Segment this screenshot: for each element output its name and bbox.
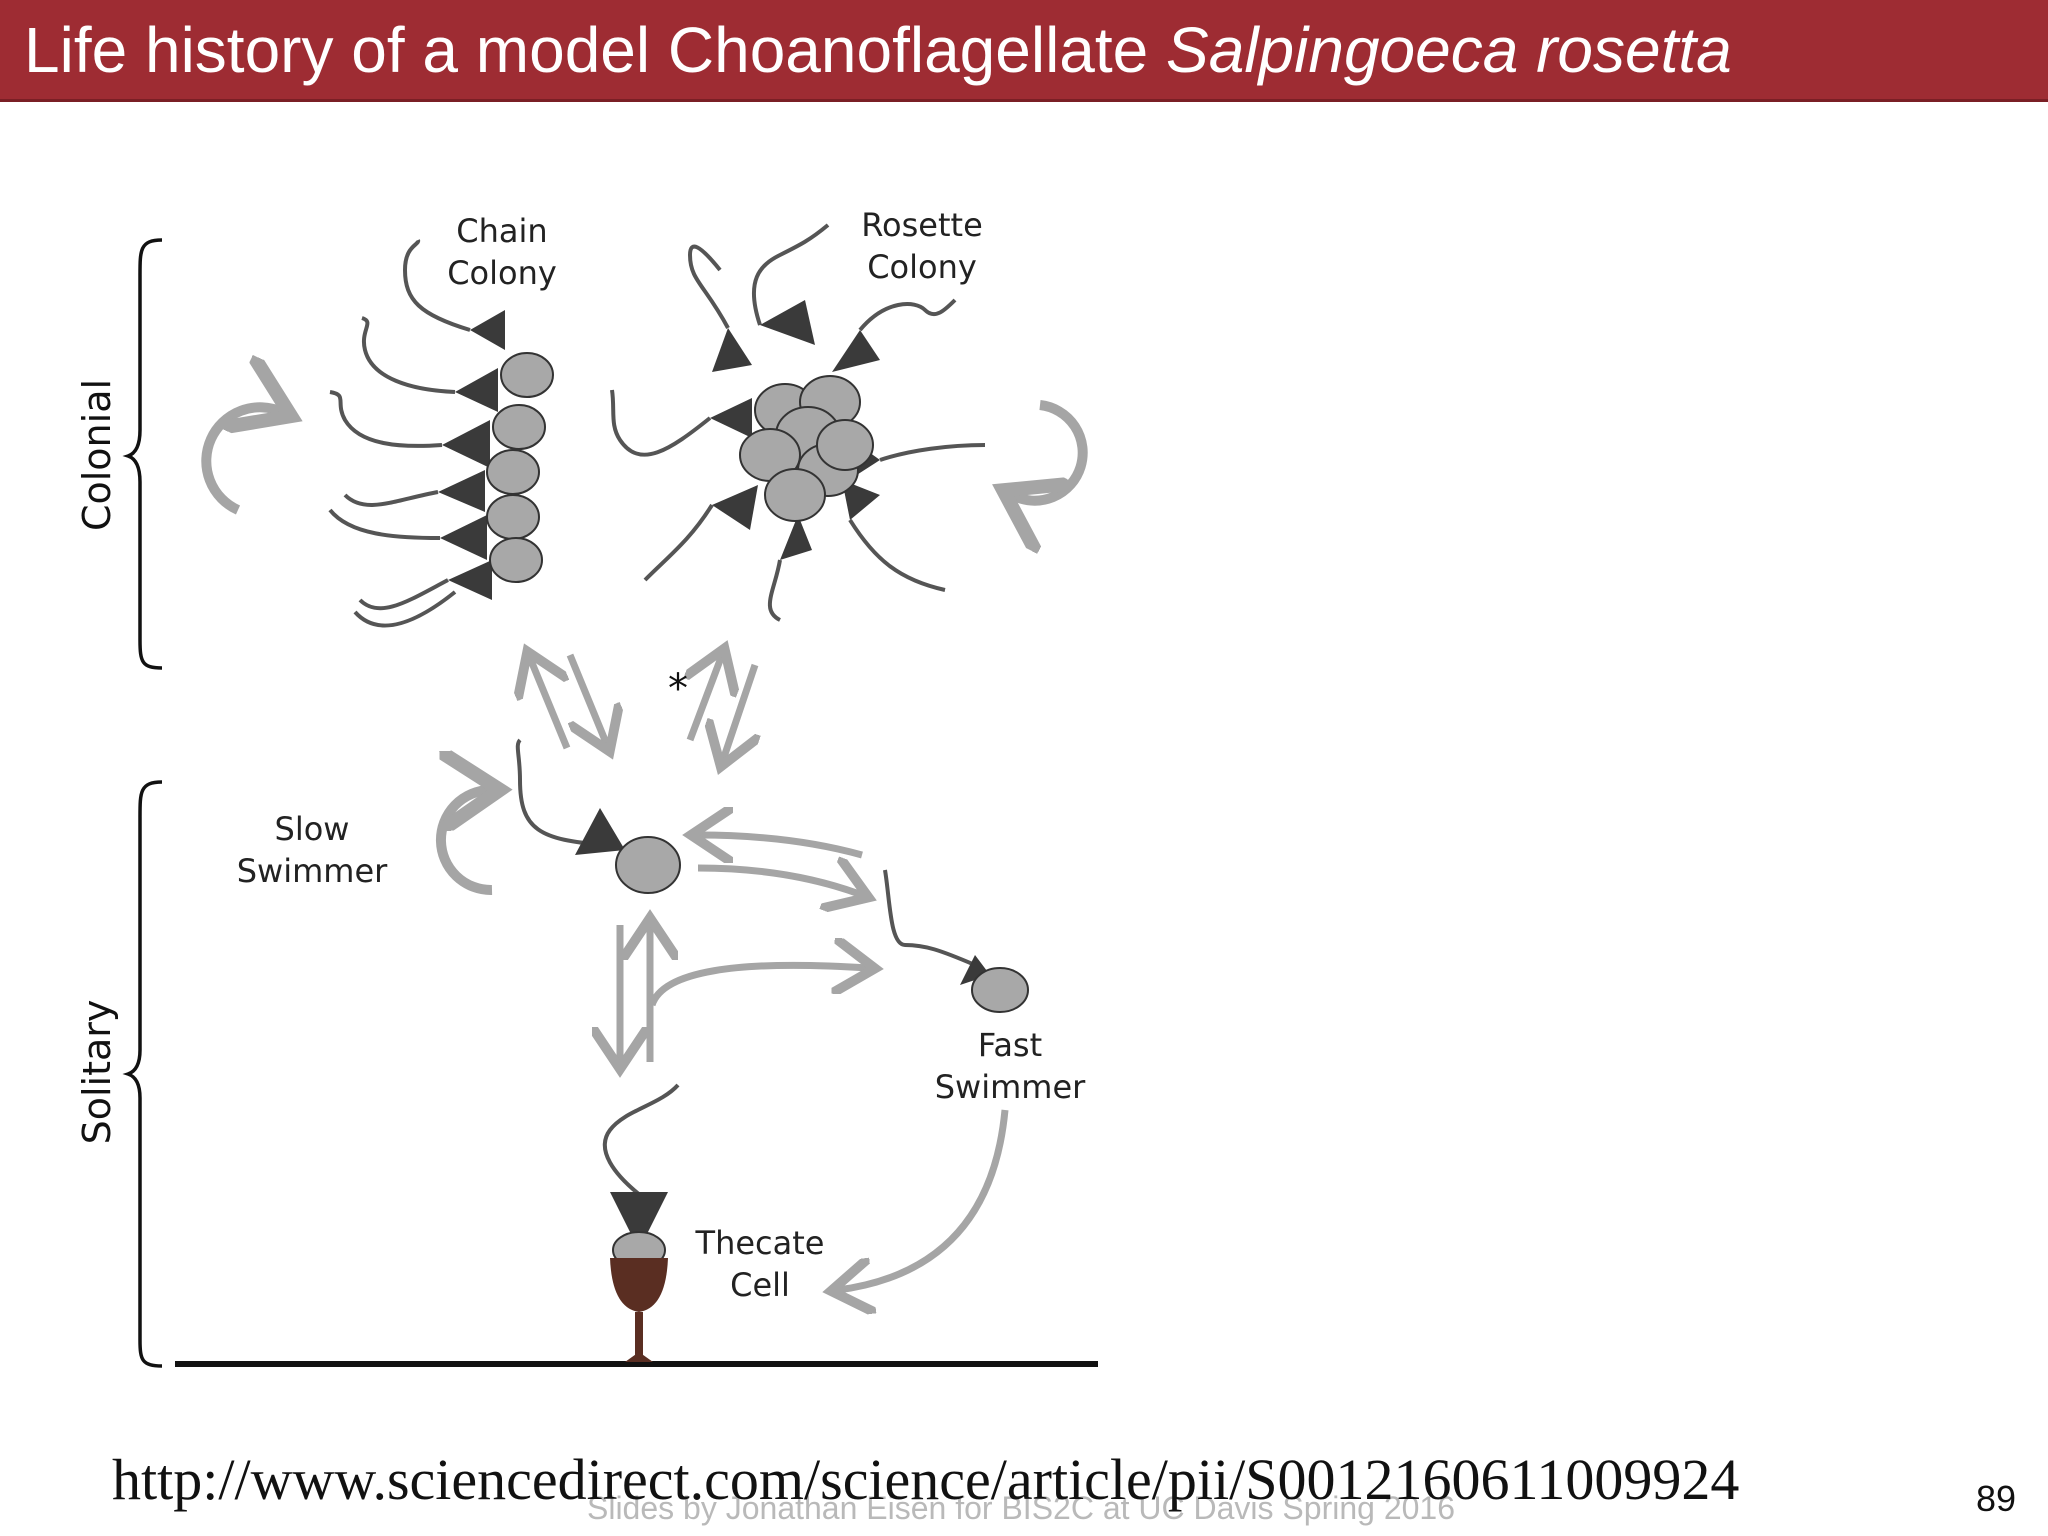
arrow-fast-to-thecate bbox=[838, 1109, 1009, 1290]
thecate-cell bbox=[602, 1083, 680, 1362]
colonial-brace bbox=[122, 238, 163, 670]
slow-loop-arrow bbox=[436, 790, 492, 896]
arrow-chain-to-slow bbox=[566, 653, 607, 745]
arrow-slow-to-fast bbox=[697, 868, 862, 895]
rosette-loop-arrow bbox=[1012, 400, 1088, 501]
title-bar: Life history of a model Choanoflagellate… bbox=[0, 0, 2048, 102]
arrow-thecate-to-fast bbox=[648, 965, 868, 1007]
transition-arrows bbox=[530, 653, 1009, 1290]
chain-colony-illustration bbox=[328, 239, 554, 628]
asterisk-mark: * bbox=[668, 666, 688, 712]
fast-swimmer-cell bbox=[883, 869, 1029, 1013]
rosette-colony-illustration bbox=[610, 223, 986, 622]
slide-title: Life history of a model Choanoflagellate… bbox=[24, 12, 1732, 88]
title-species: Salpingoeca rosetta bbox=[1166, 14, 1732, 86]
page-number: 89 bbox=[1976, 1478, 2017, 1519]
slow-swimmer-cell bbox=[515, 738, 681, 894]
chain-loop-arrow bbox=[201, 407, 282, 515]
arrow-rosette-to-slow bbox=[723, 663, 755, 760]
group-label-solitary: Solitary bbox=[75, 1000, 119, 1145]
solitary-brace bbox=[122, 780, 163, 1368]
title-main: Life history of a model Choanoflagellate bbox=[24, 14, 1167, 86]
arrow-fast-to-slow bbox=[698, 835, 863, 855]
footer-credit: Slides by Jonathan Eisen for BIS2C at UC… bbox=[586, 1490, 1455, 1526]
arrow-slow-to-chain bbox=[530, 658, 571, 750]
arrow-slow-to-rosette bbox=[690, 655, 722, 742]
group-label-colonial: Colonial bbox=[75, 379, 119, 531]
source-url[interactable]: http://www.sciencedirect.com/science/art… bbox=[112, 1447, 1740, 1512]
